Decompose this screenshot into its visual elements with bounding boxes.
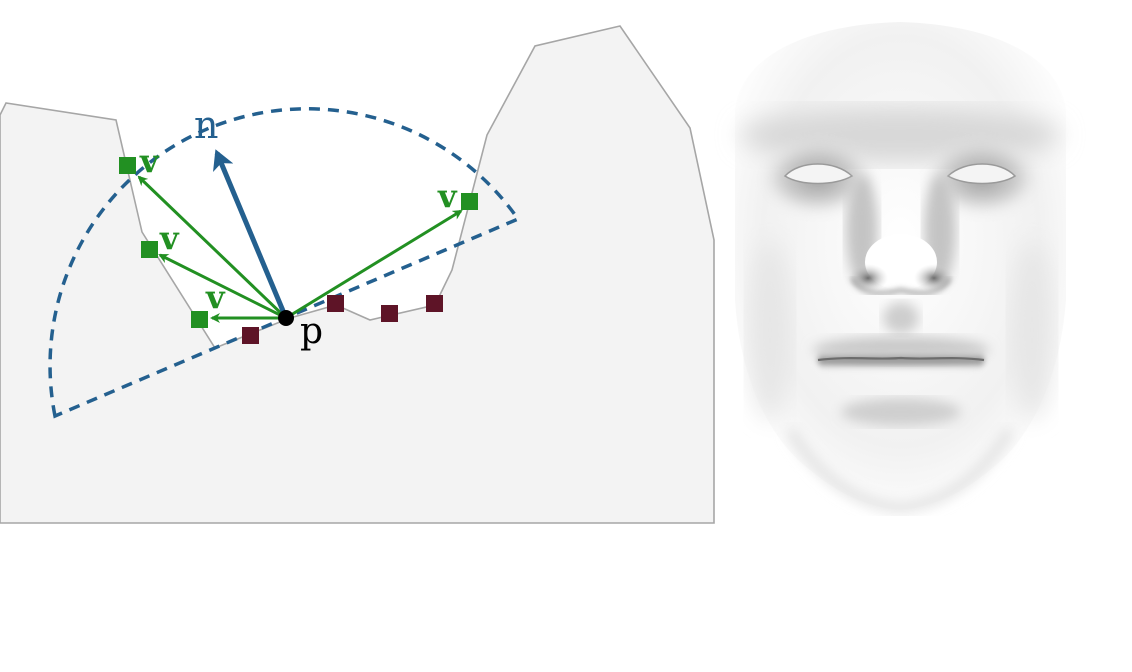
- nostril-left: [848, 264, 888, 292]
- left-eye: [783, 163, 854, 185]
- occlusion-diagram: n p v v v v: [0, 25, 715, 524]
- occluded-sample: [381, 305, 398, 322]
- mouth: [818, 348, 984, 372]
- nostril-right: [914, 264, 954, 292]
- mouth-line: [817, 356, 985, 362]
- point-label: p: [300, 311, 323, 352]
- visible-ray-2: [158, 253, 287, 320]
- chin-crease-shadow: [841, 398, 961, 426]
- visible-sample: [119, 157, 136, 174]
- normal-arrow: [213, 149, 289, 319]
- visible-sample: [141, 241, 158, 258]
- sample-label: v: [139, 142, 160, 180]
- visible-ray-4: [285, 209, 463, 320]
- sample-label: v: [437, 177, 458, 215]
- visible-ray-1: [137, 175, 288, 320]
- nose-base: [850, 277, 952, 295]
- surface-point: [278, 310, 294, 326]
- philtrum-shadow: [883, 302, 919, 334]
- visible-sample: [461, 193, 478, 210]
- occluded-sample: [242, 327, 259, 344]
- ambient-occlusion-face-icon: [735, 22, 1066, 514]
- normal-label: n: [194, 103, 218, 147]
- right-eye: [946, 163, 1017, 185]
- terrain-surface: [0, 25, 715, 524]
- sample-label: v: [205, 278, 226, 316]
- visible-sample: [191, 311, 208, 328]
- occluded-sample: [327, 295, 344, 312]
- jaw-left-shading: [748, 240, 792, 420]
- sample-label: v: [159, 219, 180, 257]
- occluded-sample: [426, 295, 443, 312]
- face-outline-shading: [785, 427, 1015, 514]
- jaw-right-shading: [1010, 240, 1054, 420]
